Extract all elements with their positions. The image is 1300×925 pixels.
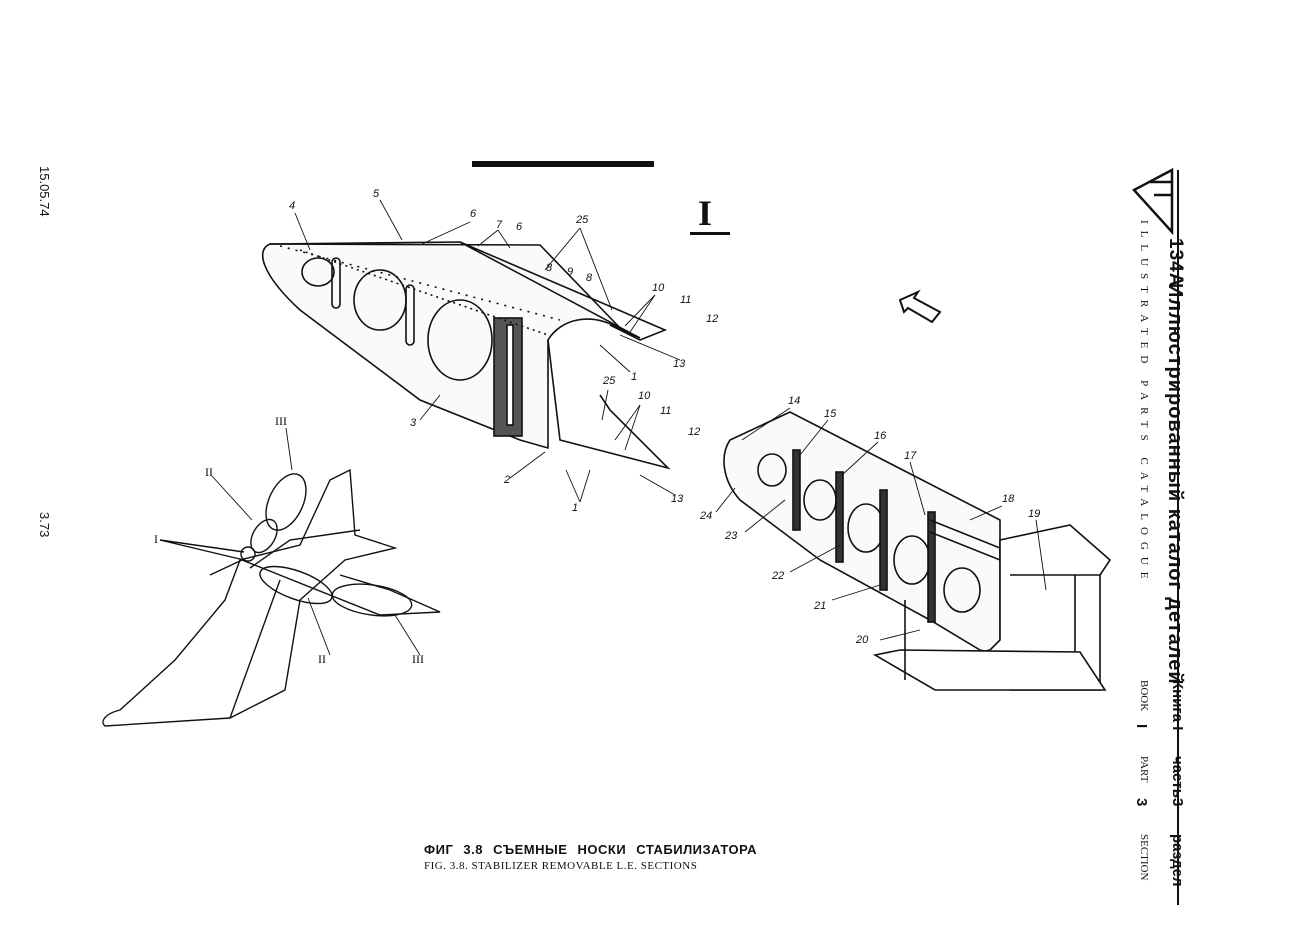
locator-label-II: II [205, 465, 213, 479]
callout-1: 1 [572, 502, 579, 514]
callout-7: 7 [496, 219, 503, 231]
book-number: I [1133, 724, 1150, 729]
callout-24: 24 [700, 510, 713, 522]
callout-22: 22 [772, 570, 785, 582]
callout-leaders [211, 199, 1047, 656]
callout-21: 21 [814, 600, 827, 612]
locator-label-I: I [154, 532, 158, 546]
locator-label-III: III [412, 652, 424, 666]
callout-20: 20 [856, 634, 869, 646]
callout-12: 12 [706, 313, 719, 325]
locator-label-III: III [275, 414, 287, 428]
callout-17: 17 [904, 450, 917, 462]
callout-13: 13 [671, 493, 684, 505]
manufacturer-logo [1131, 167, 1174, 236]
callout-23: 23 [725, 530, 738, 542]
callout-25: 25 [576, 214, 589, 226]
callout-12: 12 [688, 426, 701, 438]
book-label-ru: Книга I [1169, 680, 1186, 731]
figure-caption-ru: ФИГ 3.8 СЪЕМНЫЕ НОСКИ СТАБИЛИЗАТОРА [424, 842, 758, 857]
book-label-en: BOOK [1138, 680, 1150, 712]
forward-arrow-icon [898, 289, 942, 324]
view-label: I [698, 193, 713, 233]
part-number: 3 [1133, 798, 1150, 807]
section-label-ru: раздел [1169, 834, 1186, 887]
callout-13: 13 [673, 358, 686, 370]
callout-1: 1 [631, 371, 638, 383]
page-number: 3.73 [37, 512, 52, 538]
callout-5: 5 [373, 188, 380, 200]
callout-11: 11 [680, 294, 692, 306]
catalog-title-en: ILLUSTRATED PARTS CATALOGUE [1138, 220, 1150, 586]
top-rule [472, 161, 654, 167]
callout-10: 10 [638, 390, 651, 402]
view-label-underline [690, 232, 730, 235]
stabilizer-spar [872, 524, 1112, 691]
part-label-ru: часть3 [1169, 756, 1186, 807]
tail-locator-view [102, 468, 441, 727]
callout-15: 15 [824, 408, 837, 420]
callout-19: 19 [1028, 508, 1041, 520]
section-label-en: SECTION [1138, 834, 1150, 881]
callout-11: 11 [660, 405, 672, 417]
lower-le-section [723, 411, 1001, 657]
callout-4: 4 [289, 200, 296, 212]
callout-9: 9 [567, 266, 574, 278]
part-label-en: PART [1138, 756, 1150, 783]
callout-10: 10 [652, 282, 665, 294]
upper-le-section [261, 241, 671, 470]
callout-6: 6 [470, 208, 477, 220]
locator-label-II: II [318, 652, 326, 666]
callout-8: 8 [546, 262, 553, 274]
callout-16: 16 [874, 430, 887, 442]
issue-date: 15.05.74 [37, 166, 52, 217]
callout-25: 25 [603, 375, 616, 387]
callout-2: 2 [504, 474, 511, 486]
aircraft-model: 134А [1165, 238, 1186, 288]
callout-18: 18 [1002, 493, 1015, 505]
catalog-title-ru: Иллюстрированный каталог деталей [1164, 283, 1186, 685]
callout-3: 3 [410, 417, 417, 429]
figure-caption-en: FIG. 3.8. STABILIZER REMOVABLE L.E. SECT… [424, 860, 698, 872]
callout-6: 6 [516, 221, 523, 233]
callout-14: 14 [788, 395, 801, 407]
callout-8: 8 [586, 272, 593, 284]
